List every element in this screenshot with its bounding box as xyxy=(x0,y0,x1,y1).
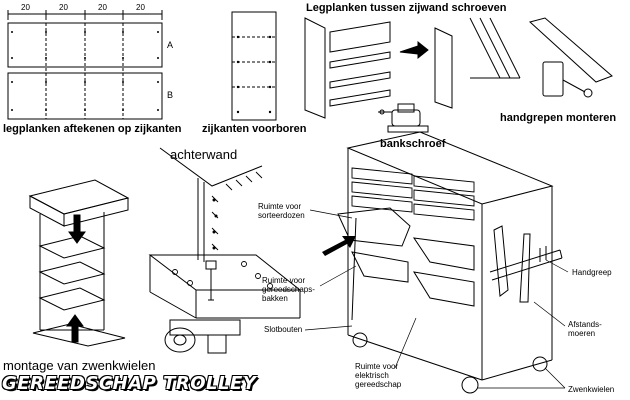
main-title: GEREEDSCHAP TROLLEY xyxy=(2,373,257,394)
caster-mounting-illustration xyxy=(148,254,302,354)
dimension-label: 20 xyxy=(59,3,68,12)
handle-mounting-illustration xyxy=(469,17,613,98)
caption-vise: bankschroef xyxy=(380,138,446,150)
side-panels-marking-illustration xyxy=(7,10,163,120)
panel-label-a: A xyxy=(167,40,174,50)
callout-tool-bins: Ruimte voor gereedschaps- bakken xyxy=(262,276,315,303)
dimension-label: 20 xyxy=(136,3,145,12)
caption-shelves-between: Legplanken tussen zijwand schroeven xyxy=(306,2,507,14)
dimension-label: 20 xyxy=(21,3,30,12)
caption-predrill-sides: zijkanten voorboren xyxy=(202,123,307,135)
trolley-main-illustration xyxy=(322,131,563,394)
caption-mark-shelves: legplanken aftekenen op zijkanten xyxy=(3,123,182,135)
caption-mount-handles: handgrepen monteren xyxy=(500,112,617,124)
caption-back-wall: achterwand xyxy=(170,147,238,162)
dimension-label: 20 xyxy=(98,3,107,12)
panel-label-b: B xyxy=(167,90,174,100)
shelves-screwing-illustration xyxy=(304,17,453,119)
shelving-unit-illustration xyxy=(28,179,130,347)
callout-slot-bolts: Slotbouten xyxy=(264,325,303,334)
callout-spacers: Afstands- moeren xyxy=(568,320,602,338)
bench-vise-illustration xyxy=(378,103,429,133)
callout-power-tools: Ruimte voor elektrisch gereedschap xyxy=(355,362,402,389)
caption-casters: montage van zwenkwielen xyxy=(3,358,156,373)
side-panel-predrill-illustration xyxy=(231,11,277,121)
callout-casters: Zwenkwielen xyxy=(568,385,615,394)
callout-sorting-boxes: Ruimte voor sorteerdozen xyxy=(258,202,305,220)
callout-handle: Handgreep xyxy=(572,268,612,277)
back-wall-illustration xyxy=(159,147,263,262)
